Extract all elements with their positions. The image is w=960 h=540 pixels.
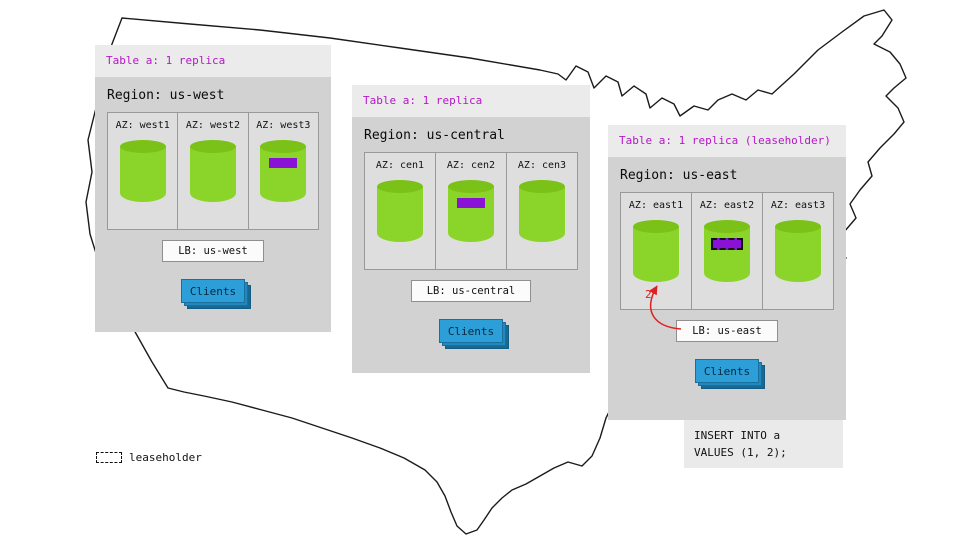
az-label: AZ: cen1 (375, 160, 425, 171)
az-cell: AZ: east3 (763, 193, 833, 309)
database-cylinder (519, 180, 565, 242)
az-label: AZ: west2 (185, 120, 241, 131)
az-cell: AZ: cen1 (365, 153, 436, 269)
cylinder-body (119, 146, 166, 202)
az-cell: AZ: west1 (108, 113, 179, 229)
hop-count-label: 2 (645, 288, 652, 301)
clients-box: Clients (695, 359, 759, 383)
legend-label: leaseholder (129, 451, 202, 464)
region-label: Region: us-west (107, 88, 225, 103)
load-balancer: LB: us-east (676, 320, 778, 342)
replica-band (269, 158, 298, 168)
cylinder-top (377, 180, 423, 193)
az-cell: AZ: east1 (621, 193, 692, 309)
replica-band (457, 198, 485, 208)
cylinder-body (633, 226, 679, 282)
region-panel-us-east: Table a: 1 replica (leaseholder) Region:… (608, 125, 846, 420)
table-replica-title: Table a: 1 replica (95, 45, 331, 77)
cylinder-body (260, 146, 307, 202)
cylinder-top (519, 180, 565, 193)
sql-line-1: INSERT INTO a (694, 429, 781, 442)
database-cylinder (119, 140, 166, 202)
load-balancer: LB: us-central (410, 280, 532, 302)
az-box: AZ: west1 AZ: west2 AZ: west3 (107, 112, 319, 230)
az-label: AZ: east2 (699, 200, 755, 211)
sql-line-2: VALUES (1, 2); (694, 446, 787, 460)
database-cylinder (448, 180, 494, 242)
cylinder-top (775, 220, 821, 233)
region-panel-us-west: Table a: 1 replica Region: us-west AZ: w… (95, 45, 331, 332)
az-label: AZ: west1 (115, 120, 170, 131)
region-label: Region: us-east (620, 168, 738, 183)
database-cylinder (775, 220, 821, 282)
database-cylinder (377, 180, 423, 242)
table-replica-title: Table a: 1 replica (leaseholder) (608, 125, 846, 157)
sql-statement: INSERT INTO a VALUES (1, 2); (684, 420, 843, 469)
region-panel-us-central: Table a: 1 replica Region: us-central AZ… (352, 85, 590, 373)
cylinder-top (189, 140, 236, 153)
az-box: AZ: east1 AZ: east2 AZ: east3 (620, 192, 834, 310)
table-replica-title: Table a: 1 replica (352, 85, 590, 117)
cylinder-body (377, 186, 423, 242)
database-cylinder (189, 140, 236, 202)
cylinder-top (633, 220, 679, 233)
cylinder-body (519, 186, 565, 242)
az-label: AZ: west3 (256, 120, 311, 131)
cylinder-top (260, 140, 307, 153)
database-cylinder (260, 140, 307, 202)
leaseholder-band (711, 238, 743, 250)
clients-stack: Clients (439, 319, 509, 349)
leaseholder-swatch-icon (96, 452, 122, 463)
az-box: AZ: cen1 AZ: cen2 AZ: cen3 (364, 152, 578, 270)
az-label: AZ: cen3 (517, 160, 567, 171)
region-label: Region: us-central (364, 128, 505, 143)
clients-box: Clients (181, 279, 245, 303)
clients-stack: Clients (181, 279, 251, 309)
cylinder-top (119, 140, 166, 153)
legend: leaseholder (96, 451, 202, 464)
cylinder-top (448, 180, 494, 193)
az-cell: AZ: cen2 (436, 153, 507, 269)
az-label: AZ: east1 (628, 200, 684, 211)
az-label: AZ: cen2 (446, 160, 496, 171)
az-cell: AZ: west2 (178, 113, 249, 229)
az-cell: AZ: west3 (249, 113, 318, 229)
cylinder-body (189, 146, 236, 202)
database-cylinder (633, 220, 679, 282)
az-label: AZ: east3 (770, 200, 826, 211)
az-cell: AZ: cen3 (507, 153, 577, 269)
cylinder-body (775, 226, 821, 282)
az-cell: AZ: east2 (692, 193, 763, 309)
clients-stack: Clients (695, 359, 765, 389)
clients-box: Clients (439, 319, 503, 343)
cylinder-top (704, 220, 750, 233)
cylinder-body (704, 226, 750, 282)
database-cylinder (704, 220, 750, 282)
load-balancer: LB: us-west (162, 240, 264, 262)
cylinder-body (448, 186, 494, 242)
